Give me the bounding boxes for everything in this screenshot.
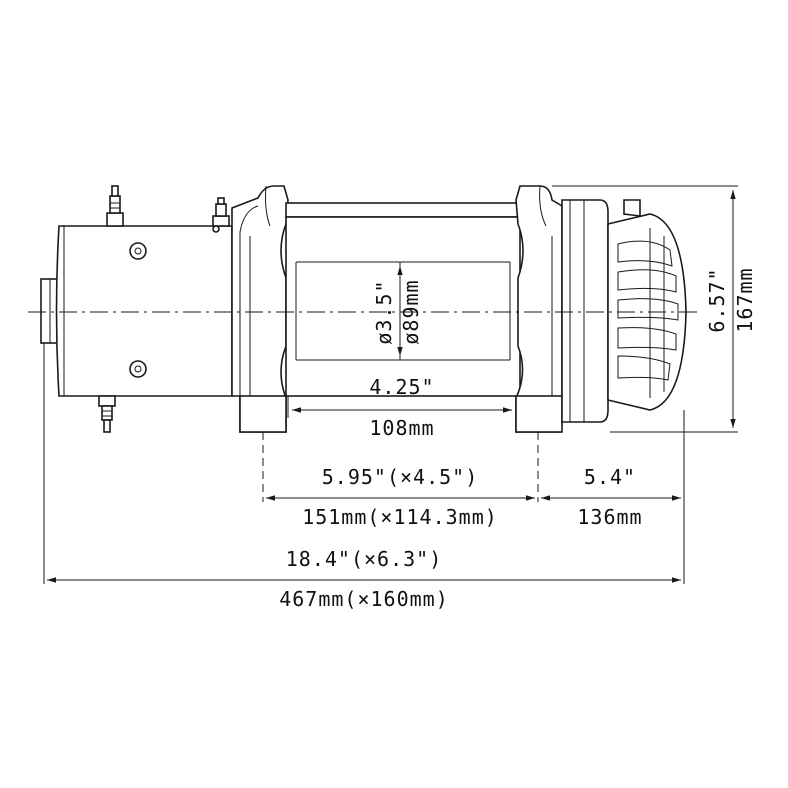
gearbox-housing — [561, 199, 609, 423]
overall-height-in-label: 6.57" — [705, 267, 729, 332]
motor-screw-top — [129, 242, 147, 260]
motor-screw-bottom — [129, 360, 147, 378]
drum-diameter-mm-label: ø89mm — [399, 279, 423, 344]
overall-height-mm-label: 167mm — [733, 267, 757, 332]
left-end-bearing — [231, 185, 289, 433]
drum-length-in-label: 4.25" — [369, 375, 434, 399]
overall-length-mm-label: 467mm(×160mm) — [279, 587, 449, 611]
overall-length-in-label: 18.4"(×6.3") — [286, 547, 443, 571]
drum-length-mm-label: 108mm — [369, 416, 434, 440]
gearbox-length-in-label: 5.4" — [584, 465, 636, 489]
drum-diameter-in-label: ø3.5" — [372, 279, 396, 344]
cable-drum — [285, 216, 521, 397]
right-end-bearing — [515, 185, 563, 433]
gearbox-length-mm-label: 136mm — [577, 505, 642, 529]
mount-spacing-mm-label: 151mm(×114.3mm) — [302, 505, 498, 529]
gearbox-cover — [607, 199, 687, 411]
terminal-post-bottom — [98, 395, 116, 433]
terminal-post-top-left — [106, 185, 124, 227]
tie-bar — [285, 202, 521, 218]
terminal-post-top-right — [212, 197, 230, 233]
motor-housing — [40, 225, 233, 397]
mount-spacing-in-label: 5.95"(×4.5") — [322, 465, 479, 489]
